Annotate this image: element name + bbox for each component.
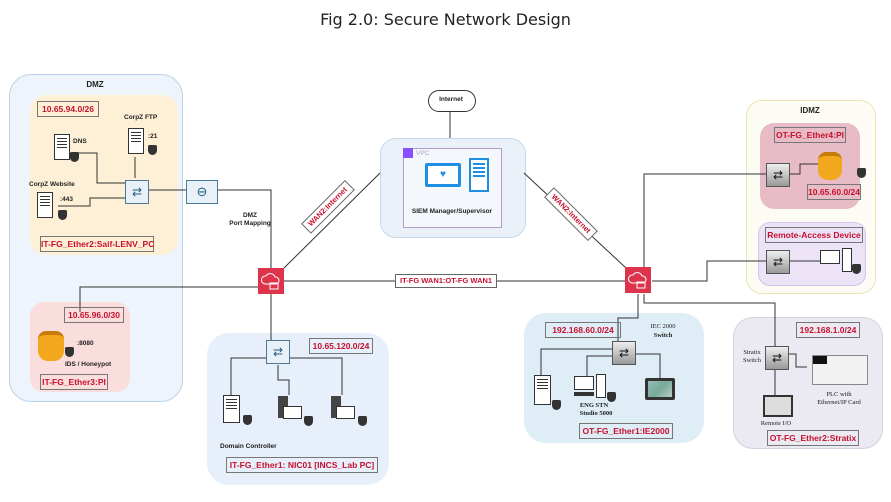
shield-icon bbox=[852, 264, 861, 274]
link-otfw-pi bbox=[643, 173, 766, 268]
switch-icon[interactable]: ⇄ bbox=[766, 250, 790, 274]
link-otfw-remote bbox=[652, 260, 766, 282]
siem-monitor-icon: ♥ bbox=[425, 163, 461, 187]
link-ie-hmi bbox=[634, 353, 661, 378]
ie2000-interface-label: OT-FG_Ether1:IE2000 bbox=[579, 423, 673, 439]
server-icon bbox=[534, 375, 551, 405]
workstation-icon bbox=[842, 248, 852, 272]
link-itswitch-dc bbox=[230, 357, 266, 395]
shield-icon bbox=[243, 415, 252, 425]
eng-station-label-2: Studio 5000 bbox=[579, 410, 613, 417]
honeypot-label: IDS / Honeypot bbox=[65, 361, 112, 368]
ftp-server-icon bbox=[128, 128, 144, 154]
pi-subnet-label: 10.65.60.0/24 bbox=[807, 184, 861, 200]
link-itfw-siem bbox=[283, 172, 381, 269]
shield-icon bbox=[552, 400, 561, 410]
link-itswitch-pc1 bbox=[277, 365, 290, 395]
stratix-switch-label-2: Switch bbox=[742, 357, 762, 364]
link-website-switch bbox=[58, 197, 127, 207]
idmz-zone-label: IDMZ bbox=[800, 106, 820, 115]
plc-label-2: Ethernet/IP Card bbox=[817, 399, 861, 406]
dmz-subnet-zone bbox=[30, 95, 178, 255]
link-itswitch-pc2 bbox=[287, 357, 343, 395]
internet-cloud-icon bbox=[428, 90, 476, 112]
pi-interface-label: OT-FG_Ether4:PI bbox=[774, 127, 846, 143]
honeypot-icon bbox=[818, 152, 842, 180]
figure-title: Fig 2.0: Secure Network Design bbox=[320, 10, 571, 29]
it-lan-subnet-label: 10.65.120.0/24 bbox=[309, 338, 373, 354]
eng-station-label-1: ENG STN bbox=[579, 402, 609, 409]
link-honeypot-fw bbox=[79, 286, 258, 312]
switch-icon[interactable]: ⇄ bbox=[765, 346, 789, 370]
honeypot-subnet-label: 10.65.96.0/30 bbox=[64, 307, 124, 323]
shield-icon bbox=[65, 347, 74, 357]
shield-icon bbox=[304, 416, 313, 426]
wan1-label: IT-FG WAN1:OT-FG WAN1 bbox=[395, 274, 498, 288]
switch-icon[interactable]: ⇄ bbox=[125, 180, 149, 204]
ie2000-switch-label-2: Switch bbox=[653, 332, 673, 339]
dmz-interface-label: IT-FG_Ether2:Saif-LENV_PC bbox=[40, 236, 154, 252]
domain-controller-label: Domain Controller bbox=[220, 443, 277, 450]
vpc-label: VPC bbox=[416, 150, 430, 157]
website-server-icon bbox=[37, 192, 53, 218]
honeypot-port-label: :8080 bbox=[77, 340, 94, 347]
link-ie-server bbox=[540, 348, 612, 375]
shield-icon bbox=[358, 416, 367, 426]
honeypot-interface-label: IT-FG_Ether3:PI bbox=[40, 374, 108, 390]
internet-label: Internet bbox=[439, 96, 463, 103]
eng-station-keyboard-icon bbox=[574, 392, 594, 396]
shield-icon bbox=[70, 152, 79, 162]
domain-controller-server-icon bbox=[223, 395, 240, 423]
website-label: CorpZ Website bbox=[29, 181, 75, 188]
shield-icon bbox=[857, 168, 866, 178]
link-pi-switch-honeypot bbox=[788, 163, 818, 175]
honeypot-icon bbox=[38, 331, 64, 361]
dmz-subnet-label: 10.65.94.0/26 bbox=[37, 101, 99, 117]
stratix-switch-label-1: Stratix bbox=[743, 349, 761, 356]
switch-icon[interactable]: ⇄ bbox=[266, 340, 290, 364]
link-otfw-ie2000 bbox=[617, 294, 639, 341]
port-mapping-label-1: DMZ bbox=[242, 212, 258, 219]
port-mapping-label-2: Port Mapping bbox=[229, 220, 271, 227]
remote-io-label: Remote I/O bbox=[760, 420, 792, 427]
eng-station-tower-icon bbox=[596, 374, 606, 398]
dns-server-icon bbox=[54, 134, 70, 160]
shield-icon bbox=[607, 392, 616, 402]
it-firewall-icon[interactable] bbox=[258, 268, 284, 294]
port-mapping-icon[interactable]: ⊖ bbox=[186, 180, 218, 204]
ftp-port-label: :21 bbox=[148, 133, 158, 140]
link-otfw-stratix bbox=[643, 294, 776, 351]
monitor-icon bbox=[820, 250, 840, 264]
siem-server-icon bbox=[469, 158, 489, 192]
shield-icon bbox=[148, 145, 157, 155]
dns-label: DNS bbox=[73, 138, 87, 145]
plc-icon bbox=[812, 355, 868, 385]
switch-icon[interactable]: ⇄ bbox=[612, 341, 636, 365]
stratix-interface-label: OT-FG_Ether2:Stratix bbox=[767, 430, 859, 446]
it-lan-interface-label: IT-FG_Ether1: NIC01 [INCS_Lab PC] bbox=[226, 457, 378, 473]
siem-label: SIEM Manager/Supervisor bbox=[411, 208, 493, 215]
plc-label-1: PLC with bbox=[826, 391, 852, 398]
monitor-icon bbox=[283, 406, 302, 419]
monitor-icon bbox=[336, 406, 355, 419]
link-stratix-plc bbox=[786, 353, 807, 368]
link-ie-eng bbox=[586, 355, 612, 378]
ie2000-switch-label-1: IEC 2000 bbox=[650, 323, 676, 330]
link-dns-switch bbox=[66, 152, 127, 184]
shield-icon bbox=[58, 210, 67, 220]
hmi-panel-icon bbox=[645, 378, 675, 400]
remote-io-icon bbox=[763, 395, 793, 417]
stratix-subnet-label: 192.168.1.0/24 bbox=[796, 322, 860, 338]
remote-access-label: Remote-Access Device bbox=[765, 227, 863, 243]
switch-icon[interactable]: ⇄ bbox=[766, 163, 790, 187]
ftp-label: CorpZ FTP bbox=[124, 114, 158, 121]
ot-firewall-icon[interactable] bbox=[625, 267, 651, 293]
vpc-icon bbox=[403, 148, 413, 158]
eng-station-monitor-icon bbox=[574, 376, 594, 390]
ie2000-subnet-label: 192.168.60.0/24 bbox=[545, 322, 621, 338]
link-portmap-fw bbox=[218, 189, 272, 268]
dmz-zone-label: DMZ bbox=[86, 80, 104, 89]
website-port-label: :443 bbox=[60, 196, 74, 203]
